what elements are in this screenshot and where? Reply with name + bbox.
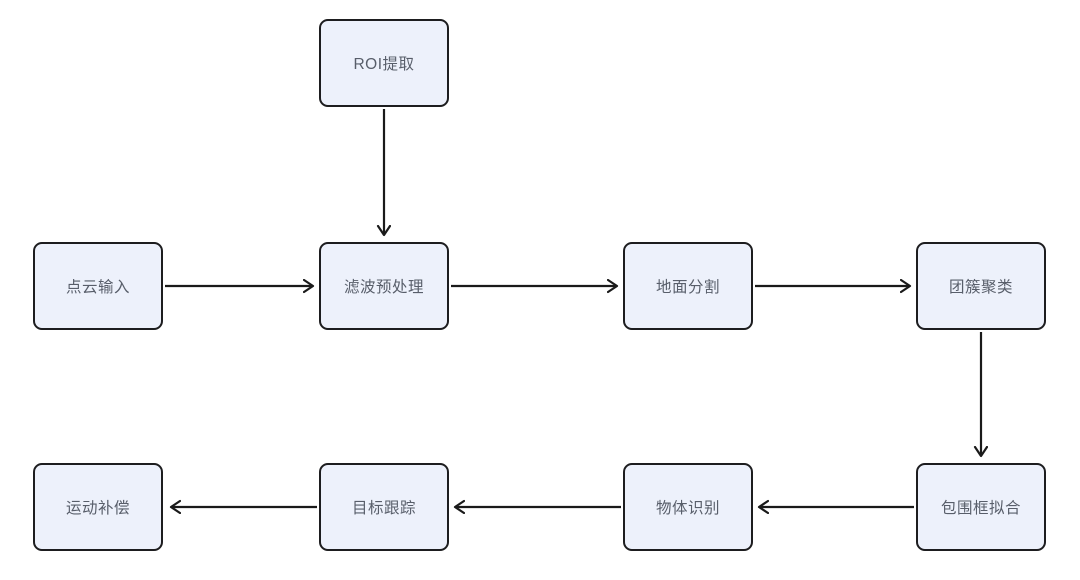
node-object-recognition[interactable]: 物体识别 bbox=[623, 463, 753, 551]
node-target-tracking-label: 目标跟踪 bbox=[351, 500, 416, 517]
node-pointcloud-input[interactable]: 点云输入 bbox=[33, 242, 163, 330]
node-ground-segmentation[interactable]: 地面分割 bbox=[623, 242, 753, 330]
node-motion-compensation-label: 运动补偿 bbox=[65, 500, 130, 517]
node-pointcloud-input-label: 点云输入 bbox=[65, 279, 130, 296]
node-bounding-box-fitting[interactable]: 包围框拟合 bbox=[916, 463, 1046, 551]
node-object-recognition-label: 物体识别 bbox=[655, 500, 720, 517]
node-bounding-box-fitting-label: 包围框拟合 bbox=[940, 500, 1021, 517]
node-ground-segmentation-label: 地面分割 bbox=[655, 279, 720, 296]
node-filter-preprocess-label: 滤波预处理 bbox=[343, 279, 424, 296]
node-clustering[interactable]: 团簇聚类 bbox=[916, 242, 1046, 330]
node-filter-preprocess[interactable]: 滤波预处理 bbox=[319, 242, 449, 330]
node-roi-extraction-label: ROI提取 bbox=[353, 56, 415, 73]
node-motion-compensation[interactable]: 运动补偿 bbox=[33, 463, 163, 551]
node-clustering-label: 团簇聚类 bbox=[948, 279, 1013, 296]
node-target-tracking[interactable]: 目标跟踪 bbox=[319, 463, 449, 551]
node-roi-extraction[interactable]: ROI提取 bbox=[319, 19, 449, 107]
